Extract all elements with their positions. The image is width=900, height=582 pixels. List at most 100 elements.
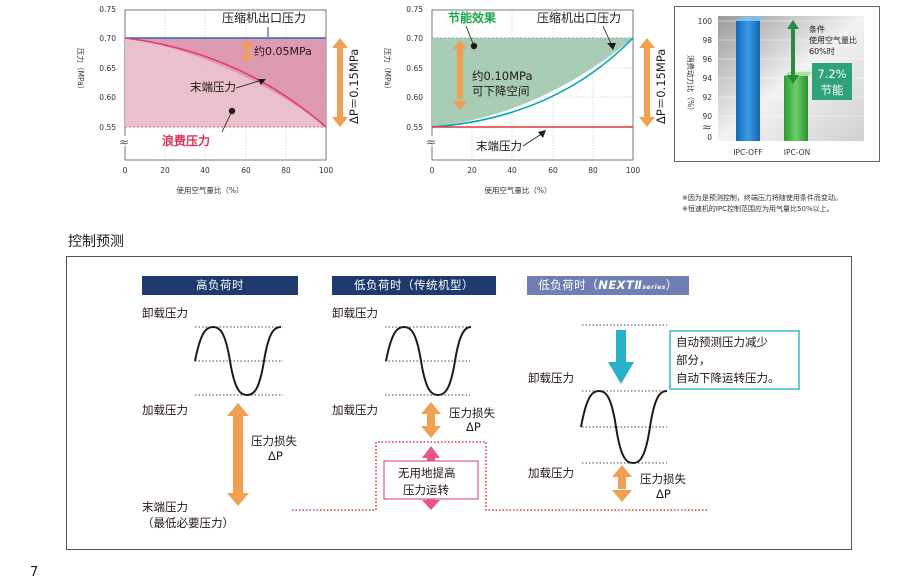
predict-note: 部分， — [676, 353, 711, 367]
bar-ipc-on — [784, 75, 808, 141]
y-tick: 92 — [702, 93, 712, 102]
header-low-load-nextii: 低负荷时（NEXTⅡseries） — [527, 276, 689, 295]
dp-label: ΔP＝0.15MPa — [347, 49, 361, 124]
pressure-loss-dp: ΔP — [466, 420, 481, 434]
y-tick: 0.65 — [99, 64, 116, 73]
y-axis-label: 消费动力比（%） — [686, 55, 696, 115]
x-tick: 0 — [430, 166, 435, 175]
saving-effect-label: 节能效果 — [448, 10, 496, 25]
waste-pressure-label: 浪费压力 — [162, 133, 210, 148]
end-pressure-curve — [431, 37, 634, 128]
saving-badge — [812, 63, 852, 100]
useless-label: 无用地提高 — [398, 466, 456, 480]
predict-note-box — [669, 330, 800, 390]
axis-break-mark: ≈ — [119, 135, 129, 149]
bar-ipc-off — [736, 21, 760, 141]
x-tick: 40 — [507, 166, 517, 175]
y-tick: 0.75 — [406, 5, 423, 14]
outlet-pressure-label: 压缩机出口压力 — [537, 10, 621, 25]
x-tick: 80 — [281, 166, 291, 175]
note-2: ※恒速机的IPC控制范围应为用气量比50%以上。 — [682, 205, 834, 213]
condition-label: 60%时 — [809, 46, 835, 56]
end-pressure-label: 末端压力 — [190, 80, 236, 94]
dp-arrow — [332, 38, 348, 127]
x-tick: 0 — [123, 166, 128, 175]
pressure-loss-dp: ΔP — [268, 449, 283, 463]
y-tick: 0.55 — [99, 123, 116, 132]
reduce-label: 可下降空间 — [472, 84, 530, 98]
predict-note: 自动预测压力减少 — [676, 335, 768, 349]
x-tick: 80 — [588, 166, 598, 175]
end-pressure-curve — [124, 37, 327, 128]
section-title: 控制预测 — [68, 234, 124, 250]
saving-value: 7.2% — [817, 67, 846, 81]
outlet-pressure-label: 压缩机出口压力 — [222, 10, 306, 25]
note-1: ※因为是预测控制，终端压力将随使用条件而变动。 — [682, 194, 842, 202]
header-suffix: ） — [665, 278, 678, 292]
loss-arrow-legacy — [421, 402, 441, 438]
x-tick: 100 — [319, 166, 334, 175]
control-panel — [66, 256, 852, 550]
load-pressure-label: 加载压力 — [332, 403, 378, 417]
category-label: IPC-ON — [784, 148, 810, 157]
y-tick: 0.65 — [406, 64, 423, 73]
end-pressure-label: 末端压力 — [142, 500, 188, 514]
predict-note: 自动下降运转压力。 — [676, 371, 780, 385]
useless-box — [383, 460, 479, 500]
unload-pressure-label: 卸载压力 — [528, 371, 574, 385]
predict-arrow — [608, 330, 634, 384]
y-tick: 0 — [707, 133, 712, 142]
x-axis-label: 使用空气量比（%） — [176, 185, 243, 195]
reduce-arrow — [453, 40, 467, 110]
x-axis-label: 使用空气量比（%） — [484, 185, 551, 195]
bar-ipc-off-top — [736, 17, 765, 21]
header-high-load: 高负荷时 — [142, 276, 298, 295]
waste-area-lower — [125, 38, 326, 127]
y-tick: 0.75 — [99, 5, 116, 14]
sine-wave-legacy — [385, 325, 472, 397]
header-prefix: 低负荷时（ — [538, 278, 599, 292]
y-tick: 0.70 — [406, 34, 423, 43]
header-brand: NEXTⅡ — [598, 278, 643, 292]
loss-arrow-high — [227, 403, 249, 506]
saving-area — [432, 38, 633, 127]
x-tick: 60 — [241, 166, 251, 175]
useless-label: 压力运转 — [403, 483, 449, 497]
condition-label: 使用空气量比 — [809, 35, 857, 45]
unload-pressure-label: 卸载压力 — [332, 306, 378, 320]
reduce-label: 约0.10MPa — [472, 69, 533, 83]
unload-pressure-label: 卸载压力 — [142, 306, 188, 320]
category-label: IPC-OFF — [733, 148, 762, 157]
load-pressure-label: 加载压力 — [528, 466, 574, 480]
y-tick: 94 — [702, 74, 712, 83]
loss-arrow-nextii — [612, 465, 632, 502]
x-tick: 20 — [467, 166, 477, 175]
saving-text: 节能 — [821, 83, 844, 97]
y-tick: 0.60 — [406, 93, 423, 102]
pressure-loss-label: 压力损失 — [449, 406, 495, 420]
diff-label: 约0.05MPa — [254, 45, 312, 58]
sine-wave-nextii — [580, 389, 668, 465]
y-tick: 0.60 — [99, 93, 116, 102]
header-series: series — [642, 284, 666, 291]
saving-arrow — [787, 20, 799, 84]
dp-arrow — [639, 38, 655, 127]
dp-label: ΔP＝0.15MPa — [654, 49, 668, 124]
x-tick: 40 — [200, 166, 210, 175]
diff-arrow — [241, 40, 253, 62]
end-pressure-label: 末端压力 — [476, 139, 522, 153]
y-tick: 98 — [702, 36, 712, 45]
sine-wave-high-load — [194, 325, 282, 397]
pressure-loss-label: 压力损失 — [251, 434, 297, 448]
y-tick: 90 — [702, 112, 712, 121]
y-axis-label: 压力（MPa） — [76, 48, 86, 93]
y-tick: 96 — [702, 55, 712, 64]
x-tick: 20 — [160, 166, 170, 175]
pressure-loss-dp: ΔP — [656, 487, 671, 501]
end-pressure-dotted-line — [292, 441, 707, 511]
y-axis-label: 压力（MPa） — [383, 48, 393, 93]
